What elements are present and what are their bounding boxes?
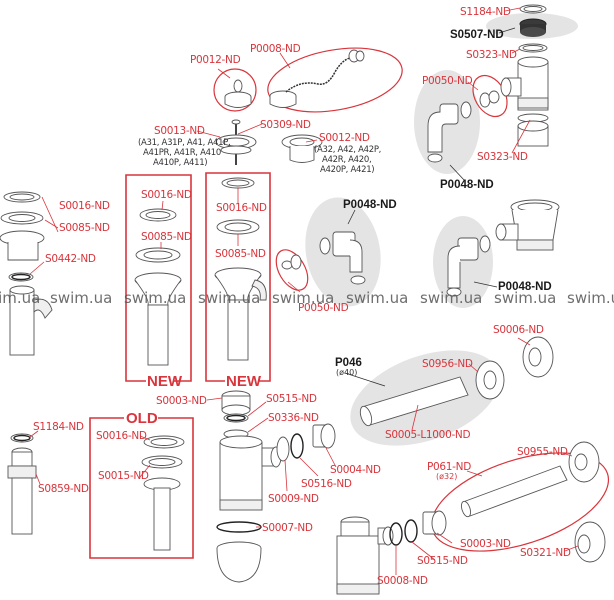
label-s0336: S0336-ND — [268, 412, 319, 424]
watermark: swim.ua — [567, 289, 614, 307]
plug-chain-p0008 — [269, 49, 365, 108]
drain-left — [0, 191, 53, 356]
elbow-p0048-mid — [319, 231, 366, 285]
watermark-row: swim.ua swim.ua swim.ua swim.ua swim.ua … — [0, 289, 614, 307]
label-p0050-mid: P0050-ND — [298, 302, 349, 314]
label-s0004: S0004-ND — [330, 464, 381, 476]
label-s0956: S0956-ND — [422, 358, 473, 370]
rosette-s0956 — [475, 360, 505, 400]
label-s0012: S0012-ND — [319, 132, 370, 144]
watermark: swim.ua — [346, 289, 408, 307]
label-s0003-mid: S0003-ND — [156, 395, 207, 407]
outline-p0008 — [267, 47, 403, 113]
note-p061: (ø32) — [436, 472, 457, 481]
label-left-s0442: S0442-ND — [45, 253, 96, 265]
elbow-p0048-right — [446, 235, 491, 297]
label-s0008: S0008-ND — [377, 575, 428, 587]
note-s0013-3: A410P, A411) — [153, 158, 207, 168]
note-s0012-3: A420P, A421) — [320, 165, 374, 175]
label-new1-s0016: S0016-ND — [141, 189, 192, 201]
rosette-s0006 — [522, 336, 554, 378]
outline-p0050-mid — [275, 249, 309, 291]
label-p0048-right: P0048-ND — [498, 281, 552, 293]
note-s0012-2: A42R, A420, — [322, 155, 371, 165]
pipe-p046 — [359, 376, 469, 427]
label-s0309: S0309-ND — [260, 119, 311, 131]
label-old-s0016: S0016-ND — [96, 430, 147, 442]
plug-p0012 — [224, 79, 252, 108]
label-s0321: S0321-ND — [520, 547, 571, 559]
label-new2-s0085: S0085-ND — [215, 248, 266, 260]
grate-s0013 — [215, 119, 257, 165]
label-s0515-mid: S0515-ND — [266, 393, 317, 405]
label-p046: P046 — [335, 357, 362, 369]
note-s0012-1: (A32, A42, A42P, — [314, 145, 381, 155]
label-s0009: S0009-ND — [268, 493, 319, 505]
drain-new-2 — [214, 177, 267, 361]
label-new2-s0016: S0016-ND — [216, 202, 267, 214]
group-label-old: OLD — [126, 410, 158, 427]
watermark: swim.ua — [50, 289, 112, 307]
drain-old — [141, 435, 185, 551]
label-s0013: S0013-ND — [154, 125, 205, 137]
label-s0323-bottom: S0323-ND — [477, 151, 528, 163]
group-label-new-1: NEW — [147, 373, 183, 390]
label-s0007: S0007-ND — [262, 522, 313, 534]
label-p061: P061-ND — [427, 461, 471, 473]
label-s0006: S0006-ND — [493, 324, 544, 336]
label-s0515-bottom: S0515-ND — [417, 555, 468, 567]
rosette-s0955 — [568, 441, 600, 483]
label-old-s0015: S0015-ND — [98, 470, 149, 482]
cap-s0012 — [281, 134, 323, 163]
label-s0955: S0955-ND — [517, 446, 568, 458]
box-old — [89, 417, 194, 559]
fitting-p0050-top — [479, 90, 500, 108]
pipe-p061 — [461, 465, 568, 518]
box-new-2 — [205, 172, 271, 382]
watermark: swim.ua — [198, 289, 260, 307]
label-s0005: S0005-L1000-ND — [385, 429, 470, 441]
label-p0012: P0012-ND — [190, 54, 241, 66]
watermark: swim.ua — [494, 289, 556, 307]
label-new1-s0085: S0085-ND — [141, 231, 192, 243]
label-s0323-top: S0323-ND — [466, 49, 517, 61]
bottle-trap-small — [336, 510, 447, 595]
box-new-1 — [125, 174, 192, 382]
label-s0507: S0507-ND — [450, 29, 504, 41]
leader-lines — [29, 7, 579, 575]
note-s0013-2: A41PR, A41R, A410 — [143, 148, 221, 158]
watermark: swim.ua — [420, 289, 482, 307]
note-p046: (ø40) — [336, 368, 357, 377]
rosette-s0321 — [574, 521, 606, 563]
note-s0013-1: (A31, A31P, A41, A41P, — [138, 138, 230, 148]
group-label-new-2: NEW — [226, 373, 262, 390]
bottle-trap — [216, 390, 336, 583]
label-p0008: P0008-ND — [250, 43, 301, 55]
elbow-p0048-top — [427, 101, 472, 163]
label-s0859: S0859-ND — [38, 483, 89, 495]
pipe-s0859 — [7, 433, 37, 535]
watermark: swim.ua — [124, 289, 186, 307]
watermark: swim.ua — [0, 289, 40, 307]
label-p0050-top: P0050-ND — [422, 75, 473, 87]
label-p0048-mid: P0048-ND — [343, 199, 397, 211]
label-s1184-bottom: S1184-ND — [33, 421, 84, 433]
label-p0048-top: P0048-ND — [440, 179, 494, 191]
fitting-p0050-mid — [281, 254, 302, 270]
drain-new-1 — [134, 208, 182, 366]
label-s1184-top: S1184-ND — [460, 6, 511, 18]
label-left-s0085: S0085-ND — [59, 222, 110, 234]
label-s0003-bottom: S0003-ND — [460, 538, 511, 550]
label-left-s0016: S0016-ND — [59, 200, 110, 212]
outline-p0012 — [213, 68, 257, 112]
strainer-body — [495, 199, 560, 251]
watermark: swim.ua — [272, 289, 334, 307]
label-s0516: S0516-ND — [301, 478, 352, 490]
tee-top-right — [500, 4, 549, 147]
